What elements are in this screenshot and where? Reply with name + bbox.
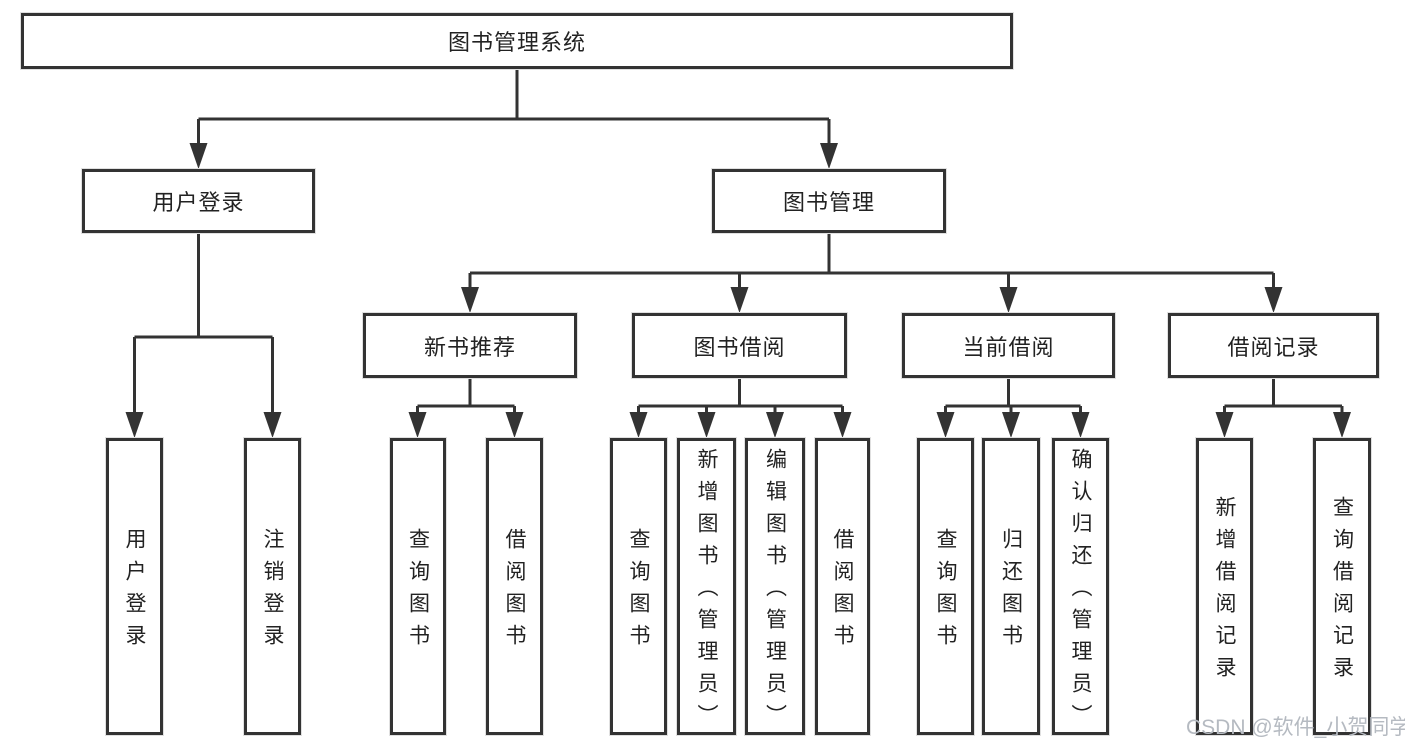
node-user-login: 用户登录 xyxy=(82,169,315,233)
node-new-book: 新书推荐 xyxy=(363,313,577,378)
leaf-borrow-query: 查询图书 xyxy=(610,438,667,735)
node-borrow-record-label: 借阅记录 xyxy=(1227,334,1320,360)
node-root: 图书管理系统 xyxy=(21,13,1013,69)
leaf-newbook-borrow: 借阅图书 xyxy=(486,438,543,735)
node-book-borrow: 图书借阅 xyxy=(632,313,847,378)
node-book-borrow-label: 图书借阅 xyxy=(693,334,786,360)
node-new-book-label: 新书推荐 xyxy=(423,334,516,360)
connector-current-borrow-children xyxy=(936,378,1090,438)
leaf-label: 新增图书（管理员） xyxy=(695,448,718,736)
leaf-current-query: 查询图书 xyxy=(917,438,974,735)
leaf-newbook-query: 查询图书 xyxy=(390,438,446,735)
leaf-label: 借阅图书 xyxy=(503,528,526,656)
leaf-label: 查询借阅记录 xyxy=(1330,496,1354,688)
leaf-label: 借阅图书 xyxy=(831,528,854,656)
leaf-borrow-edit-admin: 编辑图书（管理员） xyxy=(745,438,805,736)
leaf-borrow-add-admin: 新增图书（管理员） xyxy=(677,438,736,736)
leaf-current-return: 归还图书 xyxy=(982,438,1040,735)
node-current-borrow-label: 当前借阅 xyxy=(962,334,1055,360)
connector-book-borrow-children xyxy=(629,378,852,438)
leaf-logout: 注销登录 xyxy=(244,438,301,735)
leaf-label: 查询图书 xyxy=(406,528,430,656)
leaf-current-confirm-admin: 确认归还（管理员） xyxy=(1052,438,1109,736)
leaf-user-login: 用户登录 xyxy=(106,438,163,735)
node-current-borrow: 当前借阅 xyxy=(902,313,1115,378)
leaf-record-query: 查询借阅记录 xyxy=(1313,438,1371,735)
connector-root-to-level2 xyxy=(189,69,838,169)
connector-book-mgmt-level3 xyxy=(461,233,1283,313)
leaf-label: 注销登录 xyxy=(261,528,284,656)
leaf-record-add: 新增借阅记录 xyxy=(1196,438,1253,735)
leaf-label: 归还图书 xyxy=(999,528,1023,656)
leaf-label: 编辑图书（管理员） xyxy=(763,448,787,736)
node-book-mgmt-label: 图书管理 xyxy=(782,190,875,215)
leaf-borrow-borrow: 借阅图书 xyxy=(815,438,870,735)
connector-user-login-children xyxy=(125,233,282,438)
connector-borrow-record-children xyxy=(1215,378,1351,438)
connector-new-book-children xyxy=(408,378,524,438)
leaf-label: 查询图书 xyxy=(934,528,957,656)
leaf-label: 新增借阅记录 xyxy=(1213,496,1236,688)
leaf-label: 查询图书 xyxy=(627,528,650,656)
leaf-label: 用户登录 xyxy=(123,528,146,656)
node-book-mgmt: 图书管理 xyxy=(712,169,946,233)
leaf-label: 确认归还（管理员） xyxy=(1069,448,1092,736)
watermark: CSDN @软件_小贺同学 xyxy=(1186,716,1405,739)
node-borrow-record: 借阅记录 xyxy=(1168,313,1379,378)
node-root-label: 图书管理系统 xyxy=(447,30,586,55)
node-user-login-label: 用户登录 xyxy=(152,190,245,215)
